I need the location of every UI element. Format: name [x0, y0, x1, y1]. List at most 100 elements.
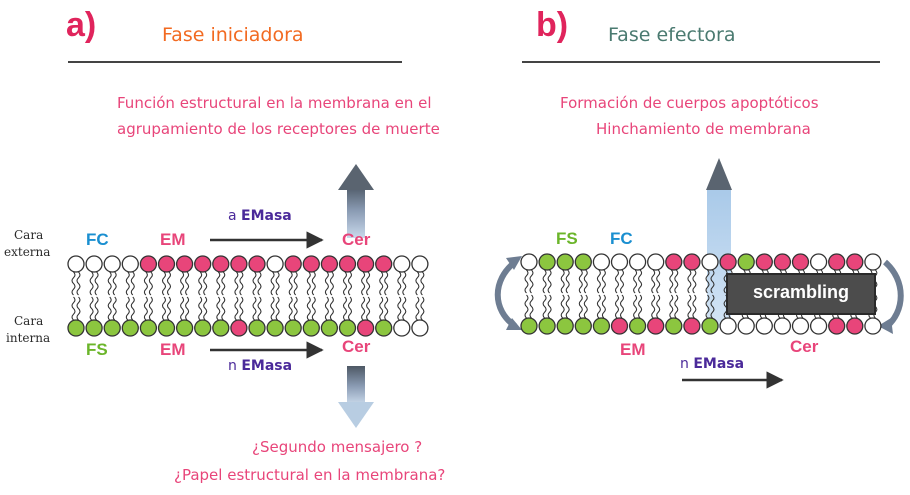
label-em-b: EM: [620, 340, 646, 359]
bottom-text-a-line2: ¿Papel estructural en la membrana?: [174, 466, 446, 484]
membrane-a-lipid-tail: [420, 296, 425, 321]
membrane-a-lipid-tail: [107, 296, 112, 321]
top-text-b-line1: Formación de cuerpos apoptóticos: [560, 94, 819, 112]
label-em-top-a: EM: [160, 230, 186, 249]
membrane-b-inner-lipid-head: [864, 317, 882, 335]
membrane-a-lipid-tail: [379, 271, 384, 296]
membrane-b-lipid-tail: [524, 294, 529, 319]
membrane-a-lipid-tail: [112, 296, 117, 321]
membrane-a-lipid-tail: [311, 271, 316, 296]
membrane-a-lipid-tail: [234, 271, 239, 296]
membrane-a-outer-lipid-head: [320, 255, 339, 273]
membrane-a-lipid-tail: [89, 296, 94, 321]
membrane-a-lipid-tail: [366, 296, 371, 321]
membrane-a-lipid-tail: [180, 296, 185, 321]
membrane-a-lipid-tail: [143, 296, 148, 321]
membrane-a-lipid-tail: [397, 271, 402, 296]
label-em-bottom-a: EM: [160, 340, 186, 359]
top-text-b-line2: Hinchamiento de membrana: [596, 120, 811, 138]
membrane-a-outer-lipid-head: [175, 255, 194, 273]
membrane-b-outer-lipid-head: [864, 253, 882, 271]
membrane-a-lipid-tail: [275, 271, 280, 296]
membrane-b-outer-lipid-head: [755, 253, 773, 271]
membrane-a-lipid-tail: [293, 296, 298, 321]
enzyme-label-top-a: a EMasa: [228, 208, 292, 224]
panel-letter-a: a): [66, 6, 97, 44]
membrane-bilayer-b: [520, 253, 882, 335]
membrane-a-lipid-tail: [185, 271, 190, 296]
membrane-b-lipid-tail: [614, 294, 620, 319]
membrane-b-inner-lipid-head: [556, 317, 574, 335]
membrane-a-lipid-tail: [347, 271, 353, 296]
membrane-b-lipid-tail: [542, 269, 547, 294]
membrane-a-outer-lipid-head: [85, 255, 103, 273]
enzyme-name-top-a: EMasa: [241, 208, 292, 224]
membrane-a-outer-lipid-head: [266, 255, 284, 273]
membrane-b-lipid-tail: [619, 294, 625, 319]
membrane-a-outer-lipid-head: [230, 255, 248, 273]
membrane-a-lipid-tail: [161, 296, 167, 321]
membrane-a-inner-lipid-head: [157, 319, 176, 337]
membrane-b-lipid-tail: [578, 294, 583, 319]
membrane-a-lipid-tail: [234, 296, 239, 321]
membrane-b-outer-lipid-head: [647, 253, 665, 271]
enzyme-name-b: EMasa: [693, 356, 745, 372]
membrane-a-lipid-tail: [288, 296, 293, 321]
membrane-b-lipid-tail: [547, 269, 552, 294]
membrane-bilayer-a: [67, 255, 429, 337]
membrane-a-lipid-tail: [89, 271, 94, 296]
membrane-a-inner-lipid-head: [320, 319, 339, 337]
membrane-a-lipid-tail: [342, 296, 348, 321]
membrane-b-inner-lipid-head: [647, 317, 665, 335]
membrane-a-lipid-tail: [125, 296, 130, 321]
membrane-b-lipid-tail: [651, 294, 656, 319]
membrane-b-inner-lipid-head: [737, 317, 755, 335]
membrane-b-outer-lipid-head: [628, 253, 647, 271]
membrane-a-lipid-tail: [361, 271, 366, 296]
membrane-a-lipid-tail: [112, 271, 117, 296]
membrane-a-inner-lipid-head: [375, 319, 393, 337]
membrane-b-lipid-tail: [614, 269, 620, 294]
membrane-a-inner-lipid-head: [67, 319, 85, 337]
membrane-b-outer-lipid-head: [610, 253, 629, 271]
membrane-a-lipid-tail: [379, 296, 384, 321]
membrane-a-inner-lipid-head: [284, 319, 302, 337]
membrane-b-outer-lipid-head: [574, 253, 592, 271]
membrane-b-lipid-tail: [674, 269, 679, 294]
membrane-b-lipid-tail: [542, 294, 547, 319]
membrane-a-lipid-tail: [203, 271, 208, 296]
membrane-b-inner-lipid-head: [701, 317, 719, 335]
membrane-b-inner-lipid-head: [683, 317, 701, 335]
membrane-a-outer-lipid-head: [194, 255, 212, 273]
membrane-a-inner-lipid-head: [230, 319, 248, 337]
membrane-a-lipid-tail: [342, 271, 348, 296]
membrane-b-lipid-tail: [583, 269, 588, 294]
membrane-b-lipid-tail: [633, 269, 638, 294]
membrane-b-outer-lipid-head: [683, 253, 701, 271]
membrane-a-outer-lipid-head: [411, 255, 429, 273]
membrane-a-inner-lipid-head: [393, 319, 411, 337]
membrane-b-lipid-tail: [705, 269, 710, 294]
membrane-a-lipid-tail: [361, 296, 366, 321]
membrane-b-outer-lipid-head: [701, 253, 719, 271]
membrane-a-lipid-tail: [415, 271, 420, 296]
membrane-a-lipid-tail: [107, 271, 112, 296]
membrane-a-lipid-tail: [221, 296, 226, 321]
membrane-b-lipid-tail: [705, 294, 710, 319]
membrane-b-lipid-tail: [674, 294, 679, 319]
membrane-a-lipid-tail: [94, 296, 99, 321]
membrane-a-lipid-tail: [180, 271, 185, 296]
label-cer-bottom-a: Cer: [342, 337, 371, 356]
membrane-a-lipid-tail: [166, 296, 172, 321]
membrane-b-outer-lipid-head: [809, 253, 828, 271]
membrane-a-inner-lipid-head: [85, 319, 103, 337]
membrane-a-inner-lipid-head: [266, 319, 284, 337]
membrane-a-lipid-tail: [306, 296, 311, 321]
side-label-external-2: externa: [4, 245, 51, 259]
membrane-b-lipid-tail: [633, 294, 638, 319]
membrane-a-lipid-tail: [185, 296, 190, 321]
membrane-a-lipid-tail: [420, 271, 425, 296]
membrane-a-lipid-tail: [239, 296, 244, 321]
membrane-b-inner-lipid-head: [610, 317, 629, 335]
